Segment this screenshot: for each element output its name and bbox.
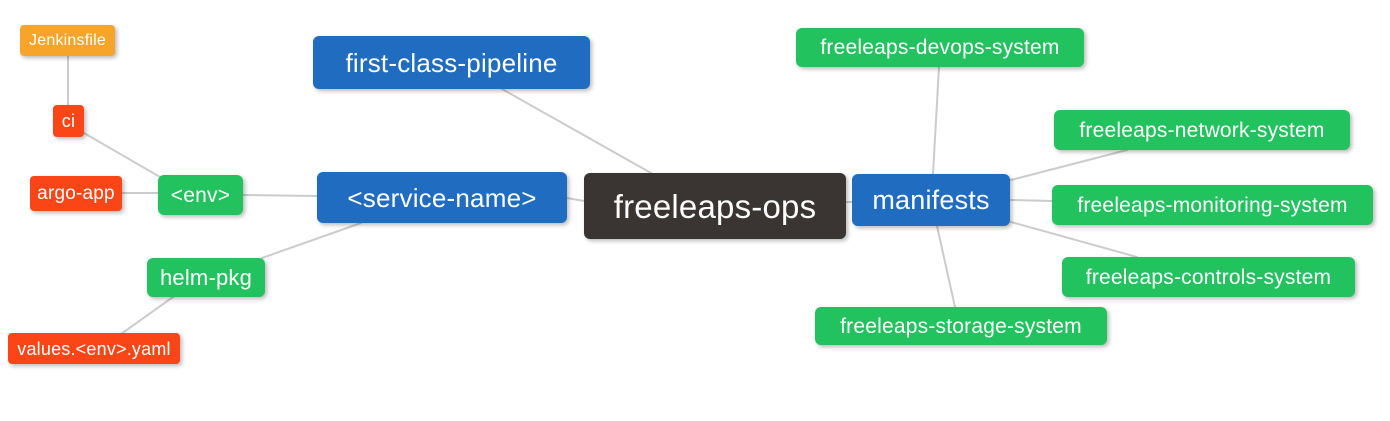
edge-env-service-name (242, 194, 318, 197)
edge-service-name-helm-pkg (261, 222, 362, 259)
node-ci[interactable]: ci (53, 105, 84, 137)
node-argo-app[interactable]: argo-app (30, 176, 122, 211)
edge-ci-env (83, 132, 161, 178)
node-service-name[interactable]: <service-name> (317, 172, 567, 223)
node-env[interactable]: <env> (158, 175, 243, 215)
node-monitoring-system[interactable]: freeleaps-monitoring-system (1052, 185, 1373, 225)
node-jenkinsfile[interactable]: Jenkinsfile (20, 25, 115, 56)
edge-helm-pkg-values (120, 296, 174, 335)
node-helm-pkg[interactable]: helm-pkg (147, 258, 265, 297)
edge-manifests-network (1010, 149, 1128, 181)
edge-pipeline-ops (501, 88, 652, 174)
edge-service-name-ops (566, 197, 585, 202)
node-controls-system[interactable]: freeleaps-controls-system (1062, 257, 1355, 297)
edge-manifests-storage (936, 225, 956, 308)
node-storage-system[interactable]: freeleaps-storage-system (815, 307, 1107, 345)
node-manifests[interactable]: manifests (852, 174, 1010, 226)
node-freeleaps-ops[interactable]: freeleaps-ops (584, 173, 846, 239)
node-first-class-pipeline[interactable]: first-class-pipeline (313, 36, 590, 89)
edge-manifests-monitoring (1010, 199, 1053, 202)
edge-manifests-controls (1010, 221, 1138, 258)
edge-manifests-devops (932, 66, 940, 175)
node-devops-system[interactable]: freeleaps-devops-system (796, 28, 1084, 67)
node-network-system[interactable]: freeleaps-network-system (1054, 110, 1350, 150)
node-values-env-yaml[interactable]: values.<env>.yaml (8, 333, 180, 364)
